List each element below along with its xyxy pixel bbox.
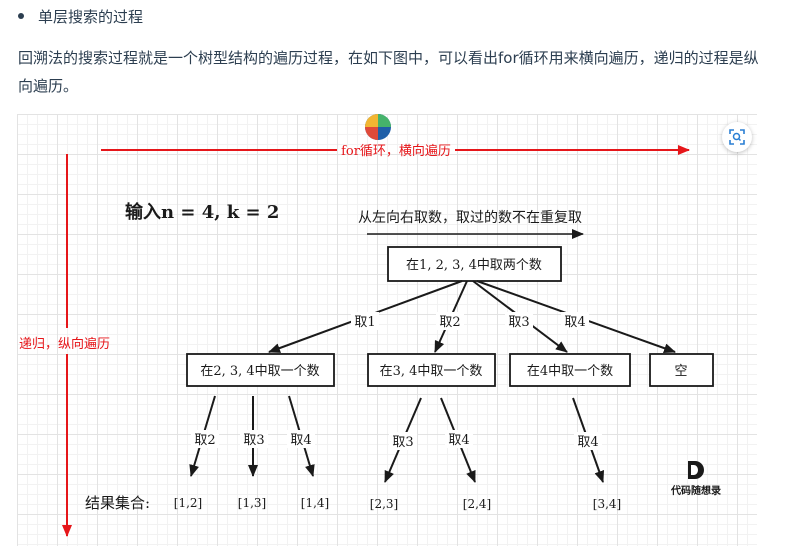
edge-label-4: 取4 xyxy=(564,315,585,330)
direction-note: 从左向右取数，取过的数不在重复取 xyxy=(358,209,582,226)
node-empty-label: 空 xyxy=(674,364,687,379)
tree-diagram-figure: for循环，横向遍历 递归，纵向遍历 输入n = 4, k = 2 从左向右取数… xyxy=(17,114,757,546)
edge-l2-label-4: 取3 xyxy=(392,435,413,450)
tree-diagram-svg: for循环，横向遍历 递归，纵向遍历 输入n = 4, k = 2 从左向右取数… xyxy=(19,114,721,537)
description-paragraph: 回溯法的搜索过程就是一个树型结构的遍历过程，在如下图中，可以看出for循环用来横… xyxy=(18,49,759,95)
result-2-3: [2,3] xyxy=(370,497,398,511)
bullet-title: 单层搜索的过程 xyxy=(38,7,144,26)
edge-l2-label-3: 取4 xyxy=(290,433,311,448)
top-arrow-label: for循环，横向遍历 xyxy=(341,143,451,159)
watermark-logo-icon xyxy=(688,461,704,479)
edge-l2-label-1: 取2 xyxy=(194,433,215,448)
node-3-4-label: 在3, 4中取一个数 xyxy=(380,364,483,379)
result-2-4: [2,4] xyxy=(463,497,491,511)
result-1-4: [1,4] xyxy=(301,496,329,510)
result-1-3: [1,3] xyxy=(238,496,266,510)
node-2-3-4-label: 在2, 3, 4中取一个数 xyxy=(200,364,319,379)
node-3-4-box xyxy=(367,353,496,387)
node-2-3-4-box xyxy=(186,353,335,387)
input-label: 输入n = 4, k = 2 xyxy=(125,201,279,223)
results-label: 结果集合: xyxy=(85,494,150,512)
edge-label-2: 取2 xyxy=(439,315,460,330)
root-node-box xyxy=(387,246,562,282)
watermark-text: 代码随想录 xyxy=(670,484,721,497)
left-arrow-label: 递归，纵向遍历 xyxy=(19,336,110,352)
result-1-2: [1,2] xyxy=(174,496,202,510)
edge-label-1: 取1 xyxy=(354,315,375,330)
logo-icon xyxy=(365,114,391,140)
node-empty-box xyxy=(649,353,714,387)
edge-l2-label-2: 取3 xyxy=(243,433,264,448)
edge-l2-label-6: 取4 xyxy=(577,435,598,450)
node-4-label: 在4中取一个数 xyxy=(527,364,613,379)
zoom-icon xyxy=(729,129,745,145)
edge-l2-label-5: 取4 xyxy=(448,433,469,448)
bullet-dot xyxy=(18,13,24,19)
root-node-label: 在1, 2, 3, 4中取两个数 xyxy=(406,258,542,273)
bullet-heading: 单层搜索的过程 xyxy=(18,6,143,26)
edge-label-3: 取3 xyxy=(508,315,529,330)
node-4-box xyxy=(509,353,631,387)
result-3-4: [3,4] xyxy=(593,497,621,511)
zoom-image-button[interactable] xyxy=(722,122,752,152)
